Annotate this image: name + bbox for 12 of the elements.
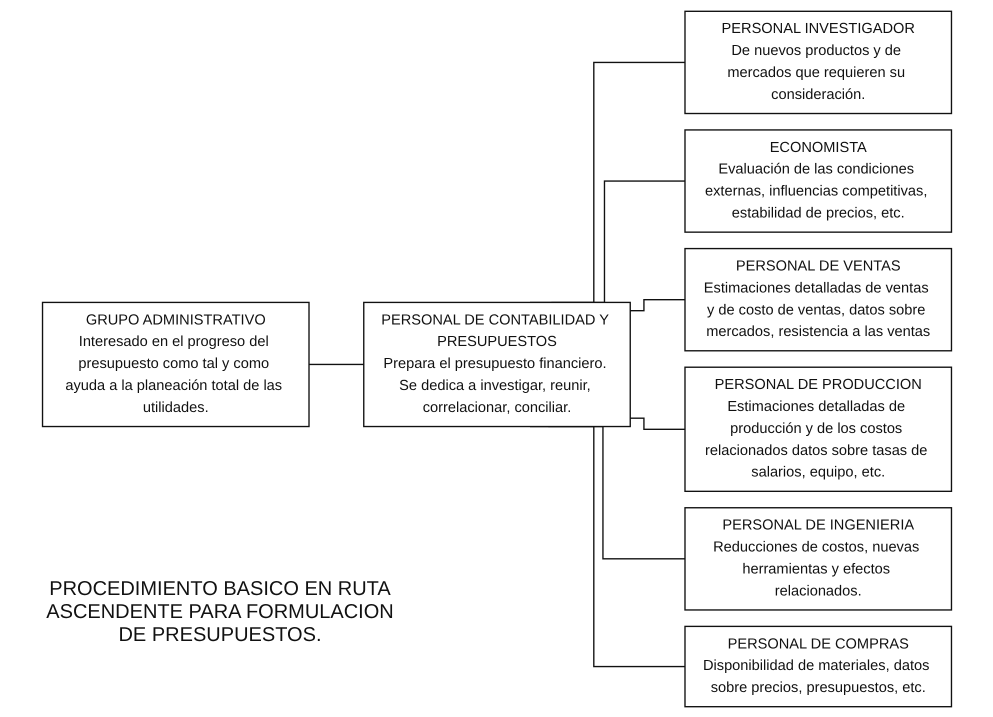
node-box: PERSONAL DE INGENIERIA Reducciones de costos, nuevas herramientas y efectos relacionados. <box>684 506 952 610</box>
node-box: PERSONAL DE COMPRAS Disponibilidad de materiales, datos sobre precios, presupuestos, etc. <box>684 625 952 707</box>
node-box: PERSONAL DE PRODUCCION Estimaciones detalladas de producción y de los costos relacionados datos sobre tasas de salarios, equipo, etc. <box>684 366 952 492</box>
node-box: GRUPO ADMINISTRATIVO Interesado en el progreso del presupuesto como tal y como ayuda a la planeación total de las utilidades. <box>41 301 310 427</box>
node-box: PERSONAL DE VENTAS Estimaciones detalladas de ventas y de costo de ventas, datos sobre mercados, resistencia a las ventas <box>684 247 952 351</box>
diagram-title: PROCEDIMIENTO BASICO EN RUTA ASCENDENTE PARA FORMULACION DE PRESUPUESTOS. <box>45 578 395 647</box>
connector <box>630 298 684 311</box>
connector <box>630 417 684 430</box>
node-box: PERSONAL INVESTIGADOR De nuevos productos y de mercados que requieren su consideración. <box>684 10 952 114</box>
node-box: ECONOMISTA Evaluación de las condiciones externas, influencias competitivas, estabilidad de precios, etc. <box>684 128 952 232</box>
node-box: PERSONAL DE CONTABILIDAD Y PRESUPUESTOS Prepara el presupuesto financiero. Se dedica a investigar, reunir, correlacionar, conciliar. <box>362 301 630 427</box>
connector <box>308 363 364 365</box>
